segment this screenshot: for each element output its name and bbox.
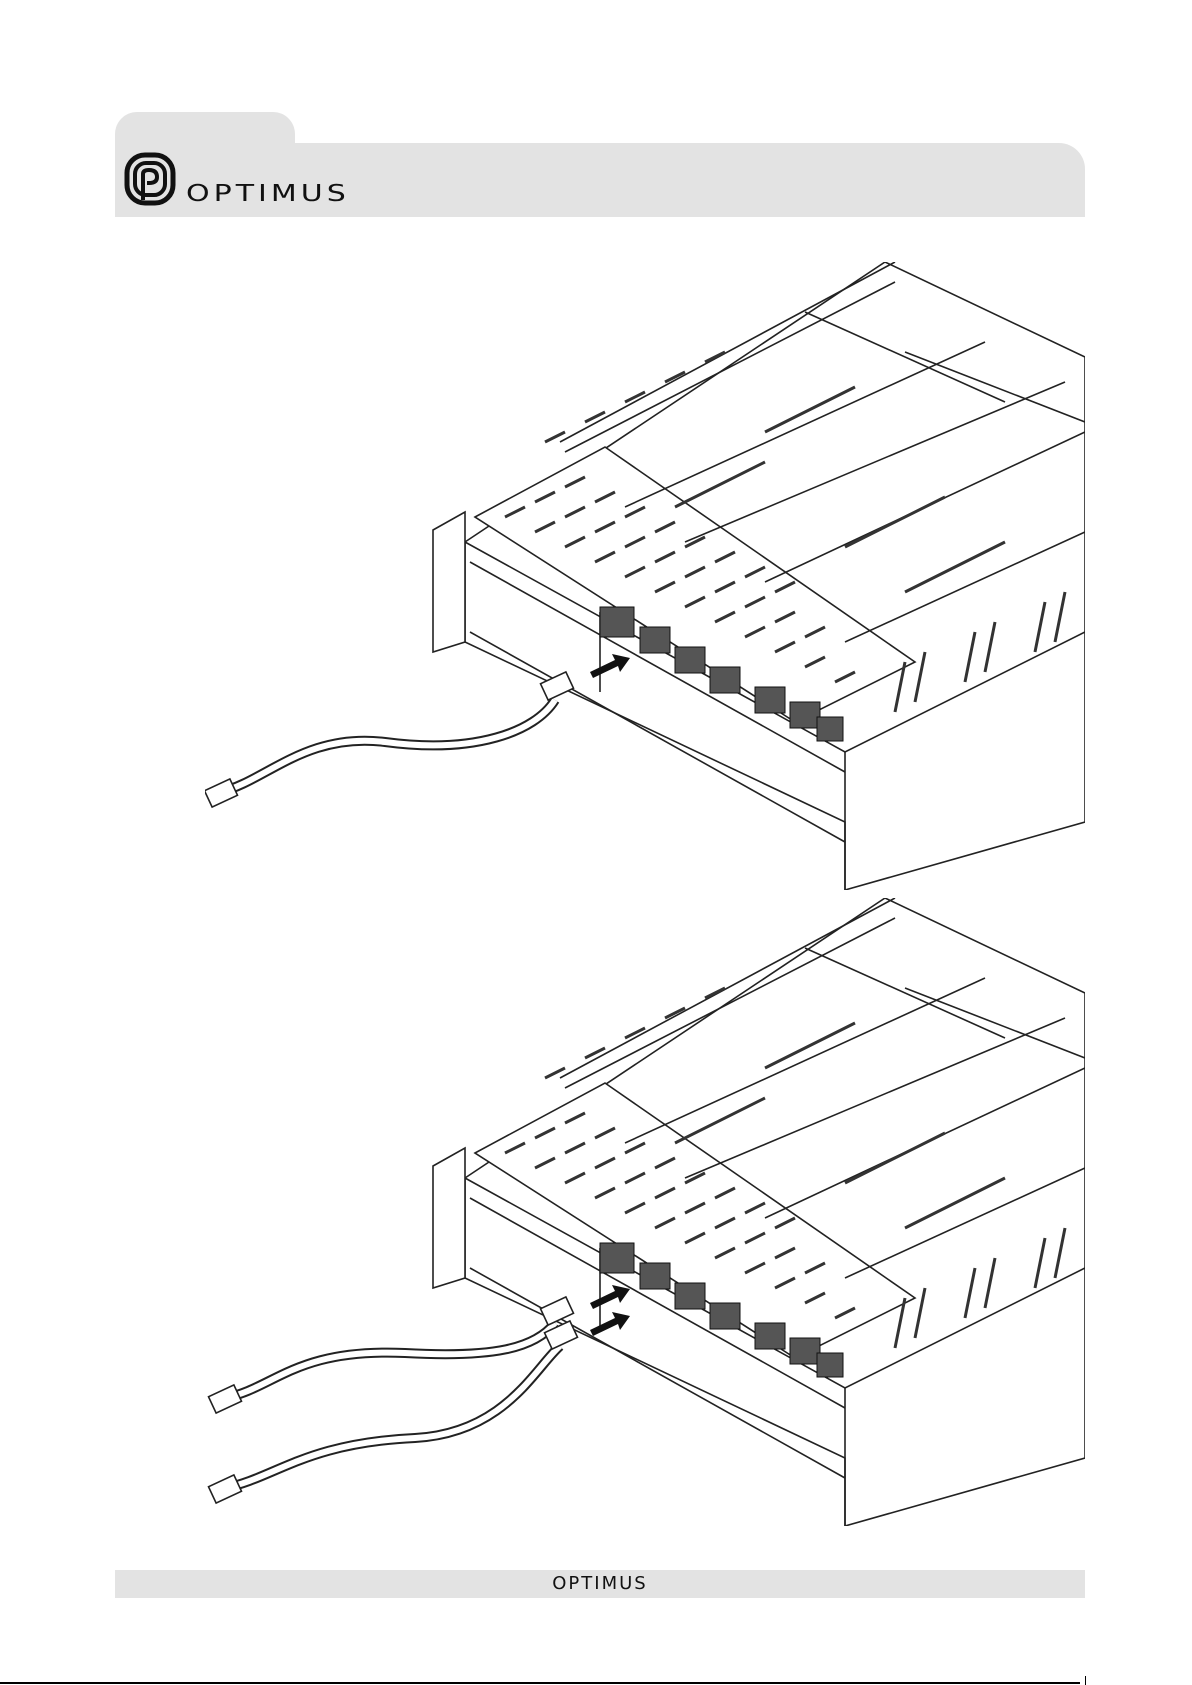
footer-brand: OPTIMUS [115,1573,1085,1594]
brand-name: OPTIMUS [186,180,350,207]
rack-unit-dual-network-cable-illustration [205,898,1085,1526]
bottom-tick [1085,1676,1086,1685]
bottom-rule [0,1682,1080,1684]
optimus-logo-icon [124,152,176,206]
rack-unit-single-network-cable-illustration [205,262,1085,890]
footer-band: OPTIMUS [115,1570,1085,1598]
